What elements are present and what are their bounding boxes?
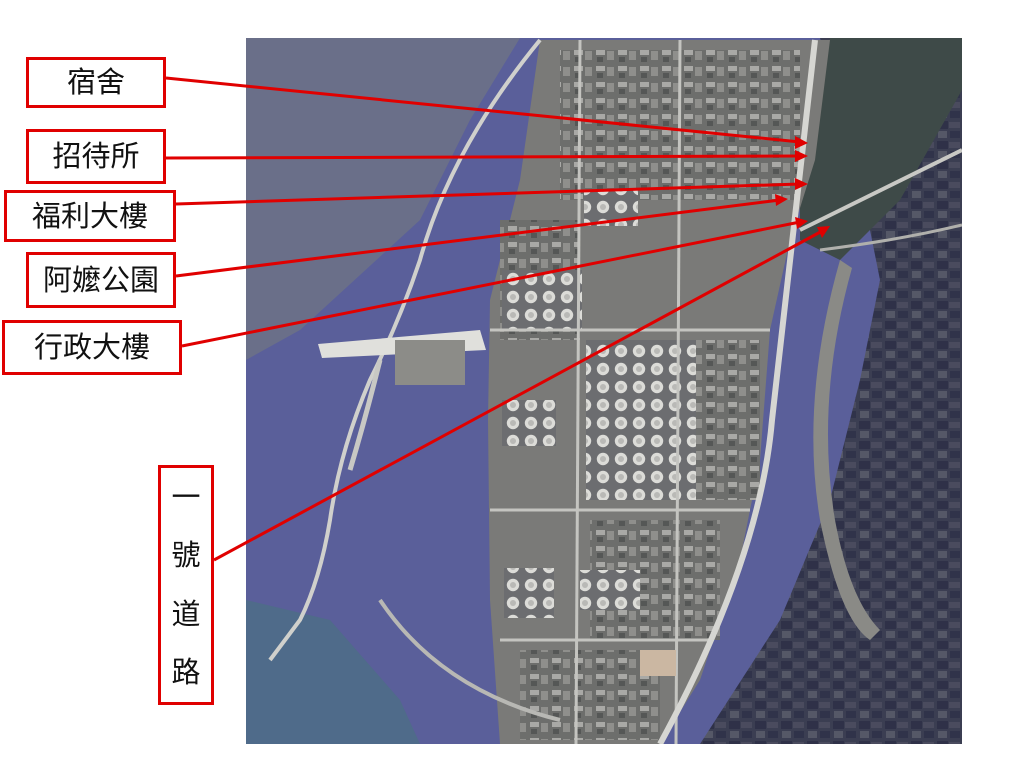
tidal-flat	[246, 38, 520, 360]
seawall	[268, 38, 542, 662]
main-highway	[657, 39, 818, 744]
label-guesthouse: 招待所	[26, 129, 166, 184]
tank-group-south	[580, 570, 640, 610]
arrowhead-road-no1	[817, 226, 830, 238]
tank-group-west-middle	[502, 400, 556, 446]
east-road	[819, 223, 962, 252]
label-dormitory: 宿舍	[26, 57, 166, 108]
callout-line-welfare-building	[175, 182, 801, 206]
arrowhead-welfare-building	[795, 178, 808, 190]
tank-group-southwest	[504, 568, 554, 618]
photo-content	[246, 38, 962, 744]
label-welfare-building: 福利大樓	[4, 190, 176, 242]
callout-arrowheads	[775, 136, 830, 238]
callout-line-dormitory	[165, 76, 801, 144]
label-road-no1-char-2: 號	[171, 538, 201, 573]
harbor-facility	[395, 340, 465, 385]
callout-lines	[165, 76, 825, 562]
bridge-road	[799, 148, 962, 232]
callout-line-admin-building	[181, 220, 801, 348]
callout-line-road-no1	[213, 228, 825, 562]
label-road-no1-char-4: 路	[171, 655, 201, 690]
arrowhead-dormitory	[795, 136, 808, 149]
breakwater	[347, 359, 383, 471]
arrowhead-guesthouse	[795, 150, 808, 162]
southern-plant-area	[520, 650, 660, 740]
south-breakwater	[378, 598, 561, 722]
arrowhead-admin-building	[795, 217, 808, 229]
river-estuary	[800, 38, 962, 260]
farmland	[700, 38, 962, 744]
label-road-no1-char-3: 道	[171, 596, 201, 631]
east-building-blocks	[690, 340, 760, 500]
sand-field	[640, 650, 676, 676]
label-road-no1-char-1: 一	[171, 479, 201, 514]
label-admin-building: 行政大樓	[2, 320, 182, 375]
label-road-no1: 一 號 道 路	[158, 465, 214, 705]
label-ama-park: 阿嬤公園	[26, 252, 176, 308]
river-levee	[813, 260, 880, 640]
arrowhead-ama-park	[775, 194, 788, 206]
callout-line-guesthouse	[165, 154, 801, 160]
callout-line-ama-park	[175, 198, 781, 278]
